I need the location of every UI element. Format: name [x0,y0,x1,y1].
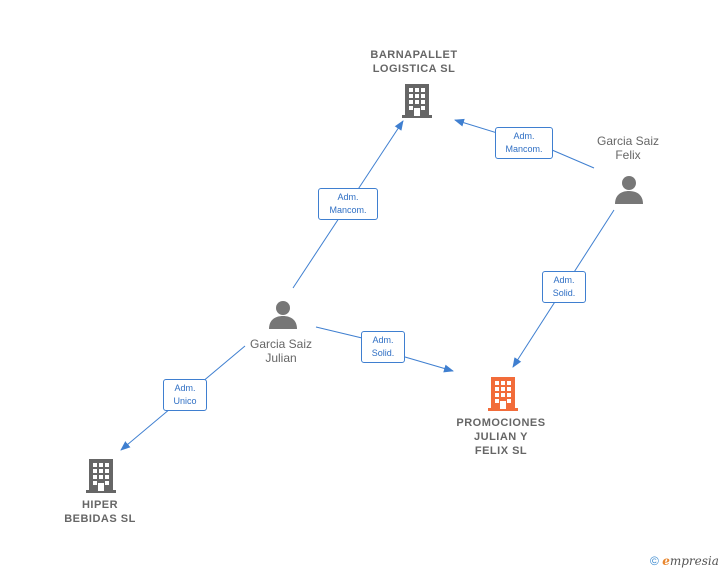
person-icon[interactable] [614,175,644,205]
node-label-hiper[interactable]: HIPER BEBIDAS SL [50,498,150,526]
brand-logo: empresia [662,554,719,568]
node-label-line: FELIX SL [474,445,528,457]
person-icon[interactable] [268,300,298,330]
brand-logo-initial: e [662,554,670,568]
node-label-felix[interactable]: Garcia Saiz Felix [578,134,678,162]
node-label-line: HIPER [81,499,119,511]
node-label-line: LOGISTICA SL [372,63,456,75]
edge-label-felix-promociones[interactable]: Adm. Solid. [542,271,586,303]
edge-label-felix-barnapallet[interactable]: Adm. Mancom. [495,127,553,159]
edge-label-line: Mancom. [505,144,543,154]
edge-label-julian-hiper[interactable]: Adm. Unico [163,379,207,411]
edge-label-line: Unico [173,396,197,406]
edge-label-julian-promociones[interactable]: Adm. Solid. [361,331,405,363]
edge-label-line: Adm. [174,383,196,393]
node-label-julian[interactable]: Garcia Saiz Julian [231,337,331,365]
building-icon[interactable] [402,84,432,118]
edge-label-line: Adm. [372,335,394,345]
brand-logo-text: mpresia [669,554,719,568]
edge-label-line: Solid. [371,348,395,358]
node-label-line: BARNAPALLET [370,49,458,61]
node-label-line: Felix [615,148,641,162]
edge-label-julian-barnapallet[interactable]: Adm. Mancom. [318,188,378,220]
node-label-promociones[interactable]: PROMOCIONES JULIAN Y FELIX SL [441,416,561,458]
empresia-watermark[interactable]: © empresia [650,554,719,568]
edge-label-line: Adm. [513,131,535,141]
node-label-line: PROMOCIONES [456,417,546,429]
node-label-line: Julian [265,351,297,365]
edge-label-line: Adm. [553,275,575,285]
edge-label-line: Mancom. [329,205,367,215]
node-label-line: Garcia Saiz [249,337,313,351]
node-label-line: Garcia Saiz [596,134,660,148]
copyright-symbol: © [650,554,659,568]
node-label-line: BEBIDAS SL [64,513,136,525]
node-label-line: JULIAN Y [474,431,528,443]
building-icon[interactable] [86,459,116,493]
edge-label-line: Adm. [337,192,359,202]
edge-label-line: Solid. [552,288,576,298]
node-label-barnapallet[interactable]: BARNAPALLET LOGISTICA SL [354,48,474,76]
building-icon[interactable] [488,377,518,411]
